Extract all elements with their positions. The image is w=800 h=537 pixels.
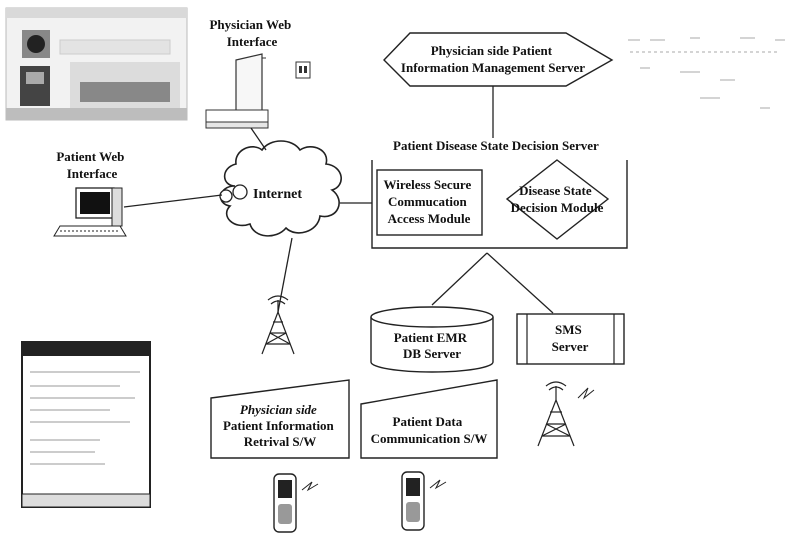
svg-text:Wireless Secure Commucat: Wireless Secure Commucation Access Modul… (384, 177, 475, 226)
mobile-phone-icon (273, 473, 319, 533)
svg-text:SMS Server: SMS Server (552, 322, 589, 354)
wireless-module-line2: Commucation (388, 194, 467, 209)
emr-db-line1: Patient EMR (394, 330, 468, 345)
decision-server-bracket (371, 160, 628, 249)
patient-sw-line1: Patient Data (393, 414, 463, 429)
physician-sw-box: Physician side Patient Information Retri… (210, 379, 350, 459)
pda-screen-icon (21, 341, 151, 508)
sms-line2: Server (552, 339, 589, 354)
svg-text:Physician side Patient I: Physician side Patient Information Manag… (401, 43, 585, 75)
svg-text:Disease State Decision M: Disease State Decision Module (511, 183, 604, 215)
sms-line1: SMS (555, 322, 582, 337)
internet-label: Internet (253, 187, 302, 202)
emr-db-line2: DB Server (403, 346, 461, 361)
radio-tower-icon (537, 381, 595, 447)
line-patient-internet (123, 194, 223, 208)
svg-text:Patient EMR DB Server: Patient EMR DB Server (394, 330, 471, 361)
wireless-access-module: Wireless Secure Commucation Access Modul… (376, 169, 483, 236)
web-screenshot-icon (5, 7, 188, 121)
patient-web-interface-label: Patient Web Interface (56, 149, 127, 181)
svg-text:Patient Data Communicati: Patient Data Communication S/W (371, 414, 488, 446)
connection-lines (123, 86, 554, 314)
internet-cloud: Internet (219, 140, 342, 237)
line-internet-tower (277, 237, 293, 313)
physician-info-server: Physician side Patient Information Manag… (383, 32, 614, 87)
sms-server: SMS Server (516, 313, 625, 365)
decision-module-line1: Disease State (519, 183, 592, 198)
decision-module-line2: Decision Module (511, 200, 604, 215)
patient-sw-line2: Communication S/W (371, 431, 488, 446)
mobile-phone-icon (401, 471, 447, 531)
line-server-emr (431, 252, 488, 306)
patient-sw-box: Patient Data Communication S/W (360, 379, 498, 459)
decision-server-title: Patient Disease State Decision Server (393, 138, 599, 153)
physician-sw-line1: Physician side (240, 402, 317, 417)
line-server-sms (486, 252, 554, 314)
physician-info-server-line2: Information Management Server (401, 60, 585, 75)
physician-sw-line3: Retrival S/W (244, 434, 317, 449)
decision-module: Disease State Decision Module (505, 159, 610, 240)
desktop-computer-icon (53, 187, 127, 237)
physician-sw-line2: Patient Information (223, 418, 335, 433)
wireless-module-line3: Access Module (388, 211, 471, 226)
svg-text:Physician side Patient: Physician side Patient Information Retri… (223, 402, 337, 449)
physician-info-server-line1: Physician side Patient (431, 43, 553, 58)
printer-icon (295, 61, 311, 79)
faint-graphic (628, 37, 785, 109)
radio-tower-icon (261, 295, 295, 355)
line-physician-internet (250, 127, 267, 151)
wireless-module-line1: Wireless Secure (384, 177, 472, 192)
physician-web-interface-label: Physician Web Interface (209, 17, 294, 49)
monitor-icon (205, 53, 269, 129)
emr-db-server: Patient EMR DB Server (370, 306, 494, 373)
